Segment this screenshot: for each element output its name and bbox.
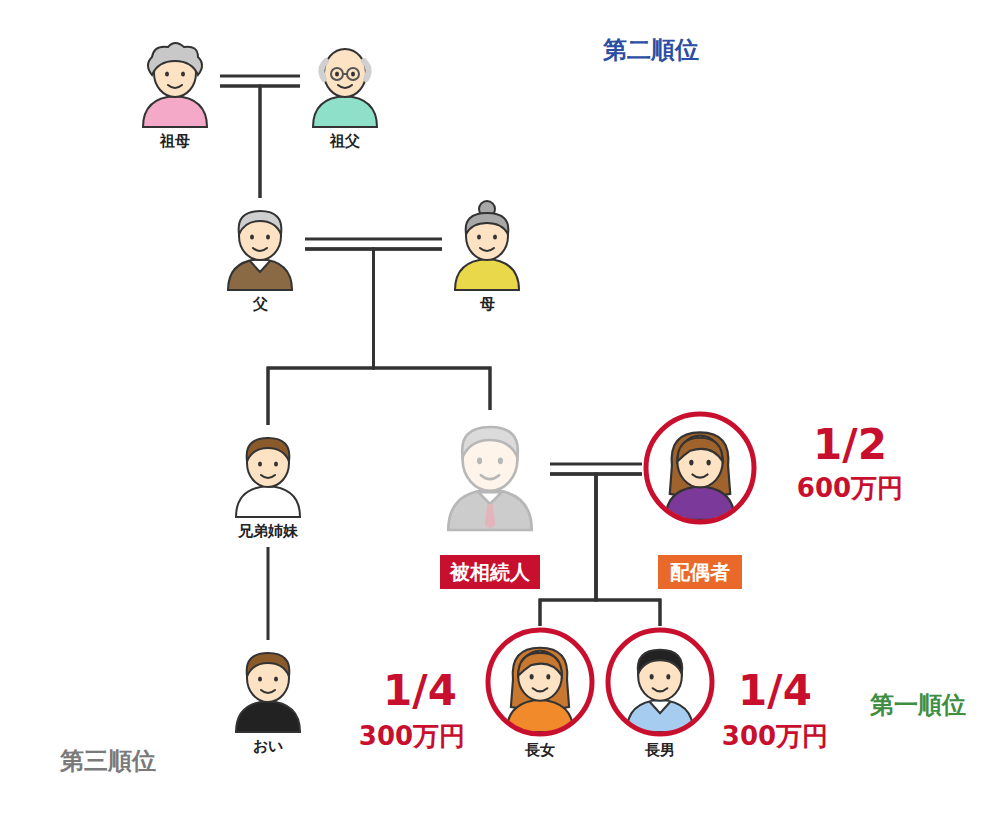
role-label: 被相続人 bbox=[440, 555, 540, 589]
share-fraction: 1/2 bbox=[813, 422, 887, 468]
person-node: 祖父 bbox=[300, 35, 390, 151]
person-node: 長男 bbox=[604, 626, 716, 760]
person-icon bbox=[223, 425, 313, 517]
heir-portrait bbox=[604, 626, 716, 738]
person-icon bbox=[442, 198, 532, 290]
person-caption: 長男 bbox=[645, 740, 675, 760]
descent-line bbox=[268, 249, 442, 425]
band-shape bbox=[22, 378, 340, 790]
descent-line bbox=[540, 474, 596, 626]
band-shape bbox=[470, 622, 985, 800]
rank-band: 第二順位祖母 祖父父 母 bbox=[100, 22, 740, 340]
person-caption: 祖母 bbox=[160, 131, 190, 151]
share-amount: 300万円 bbox=[359, 722, 465, 751]
descent-line bbox=[540, 474, 642, 626]
share-amount: 600万円 bbox=[797, 474, 903, 503]
person-node: 長女 bbox=[484, 626, 596, 760]
role-label: 配偶者 bbox=[658, 555, 742, 589]
band-shape bbox=[100, 22, 740, 340]
descent-line bbox=[260, 86, 300, 198]
heir-portrait bbox=[484, 626, 596, 738]
person-caption: 兄弟姉妹 bbox=[238, 521, 298, 541]
band-label-box: 第二順位 bbox=[568, 28, 734, 72]
share-fraction: 1/4 bbox=[738, 668, 812, 714]
person-caption: 長女 bbox=[525, 740, 555, 760]
rank-band: 第一順位長女 長男 bbox=[470, 622, 985, 800]
descent-line bbox=[550, 474, 660, 626]
band-label-box: 第一順位 bbox=[854, 679, 982, 731]
rank-band: 第三順位 兄弟姉妹おい bbox=[22, 378, 340, 790]
person-node: おい bbox=[223, 640, 313, 756]
descent-line bbox=[596, 474, 660, 626]
person-node: 母 bbox=[442, 198, 532, 314]
band-label-box: 第三順位 bbox=[30, 736, 186, 786]
share-fraction: 1/4 bbox=[383, 668, 457, 714]
person-node: 兄弟姉妹 bbox=[223, 425, 313, 541]
share-amount: 300万円 bbox=[722, 722, 828, 751]
person-caption: 父 bbox=[253, 294, 268, 314]
descent-line bbox=[267, 547, 270, 640]
person-icon bbox=[223, 640, 313, 732]
person-caption: 母 bbox=[480, 294, 495, 314]
person-icon bbox=[215, 198, 305, 290]
person-node: 祖母 bbox=[130, 35, 220, 151]
rank-label: 第一順位 bbox=[870, 689, 966, 721]
rank-label: 第三順位 bbox=[60, 745, 156, 777]
person-caption: おい bbox=[253, 736, 283, 756]
person-node: 被相続人 bbox=[430, 410, 550, 589]
rank-label: 第二順位 bbox=[603, 34, 699, 66]
person-node: 父 bbox=[215, 198, 305, 314]
person-icon bbox=[300, 35, 390, 127]
person-caption: 祖父 bbox=[330, 131, 360, 151]
descent-line bbox=[220, 86, 260, 198]
person-icon bbox=[130, 35, 220, 127]
person-icon bbox=[430, 410, 550, 530]
heir-portrait bbox=[642, 410, 758, 526]
person-node: 配偶者 bbox=[642, 410, 758, 589]
